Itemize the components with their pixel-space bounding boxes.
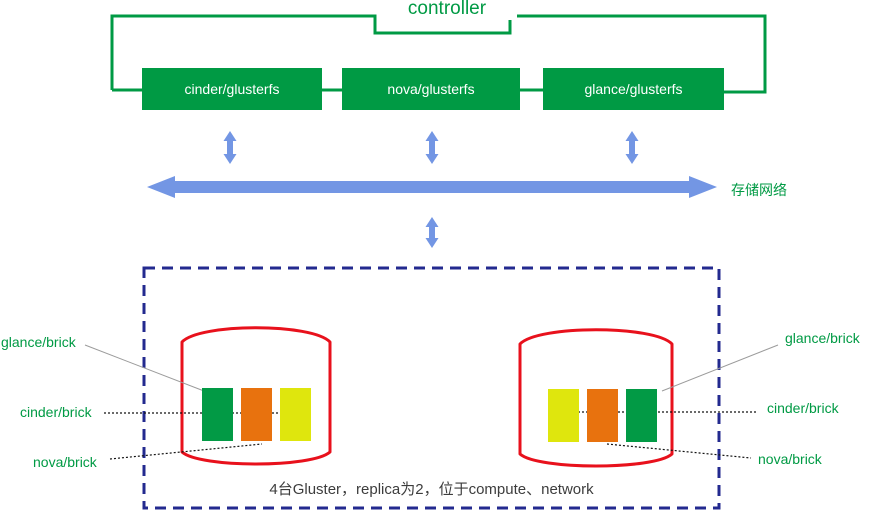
storage-network-arrow [147,176,717,198]
cluster-caption: 4台Gluster，replica为2，位于compute、network [269,481,594,498]
pointer-left-glance [84,344,205,392]
pointer-right-glance [661,344,779,392]
brick-bar [241,388,272,441]
gluster-cylinder-right [518,328,674,468]
gluster-node-right-bricks [548,389,657,442]
gluster-node-left-bricks [202,388,311,441]
label-left-cinder-brick: cinder/brick [20,404,92,420]
label-right-cinder-brick: cinder/brick [767,400,839,416]
brick-bar [280,388,311,441]
node-cinder-glusterfs: cinder/glusterfs [142,68,322,110]
label-right-glance-brick: glance/brick [785,330,860,346]
pointer-left-nova [109,443,263,460]
cluster-network-arrow [425,217,439,248]
node-glance-glusterfs: glance/glusterfs [543,68,724,110]
controller-title: controller [377,0,517,20]
glance-network-arrow [625,131,639,164]
brick-bar [626,389,657,442]
brick-bar [548,389,579,442]
controller-bracket-line [110,14,767,94]
label-right-nova-brick: nova/brick [758,451,822,467]
node-nova-glusterfs: nova/glusterfs [342,68,520,110]
label-left-glance-brick: glance/brick [1,334,76,350]
gluster-cylinder-left [180,326,332,466]
nova-network-arrow [425,131,439,164]
storage-network-label: 存储网络 [731,182,787,198]
cinder-network-arrow [223,131,237,164]
brick-bar [202,388,233,441]
gluster-cluster-boundary [142,266,721,510]
label-left-nova-brick: nova/brick [33,454,97,470]
brick-bar [587,389,618,442]
pointer-right-nova [606,443,752,459]
